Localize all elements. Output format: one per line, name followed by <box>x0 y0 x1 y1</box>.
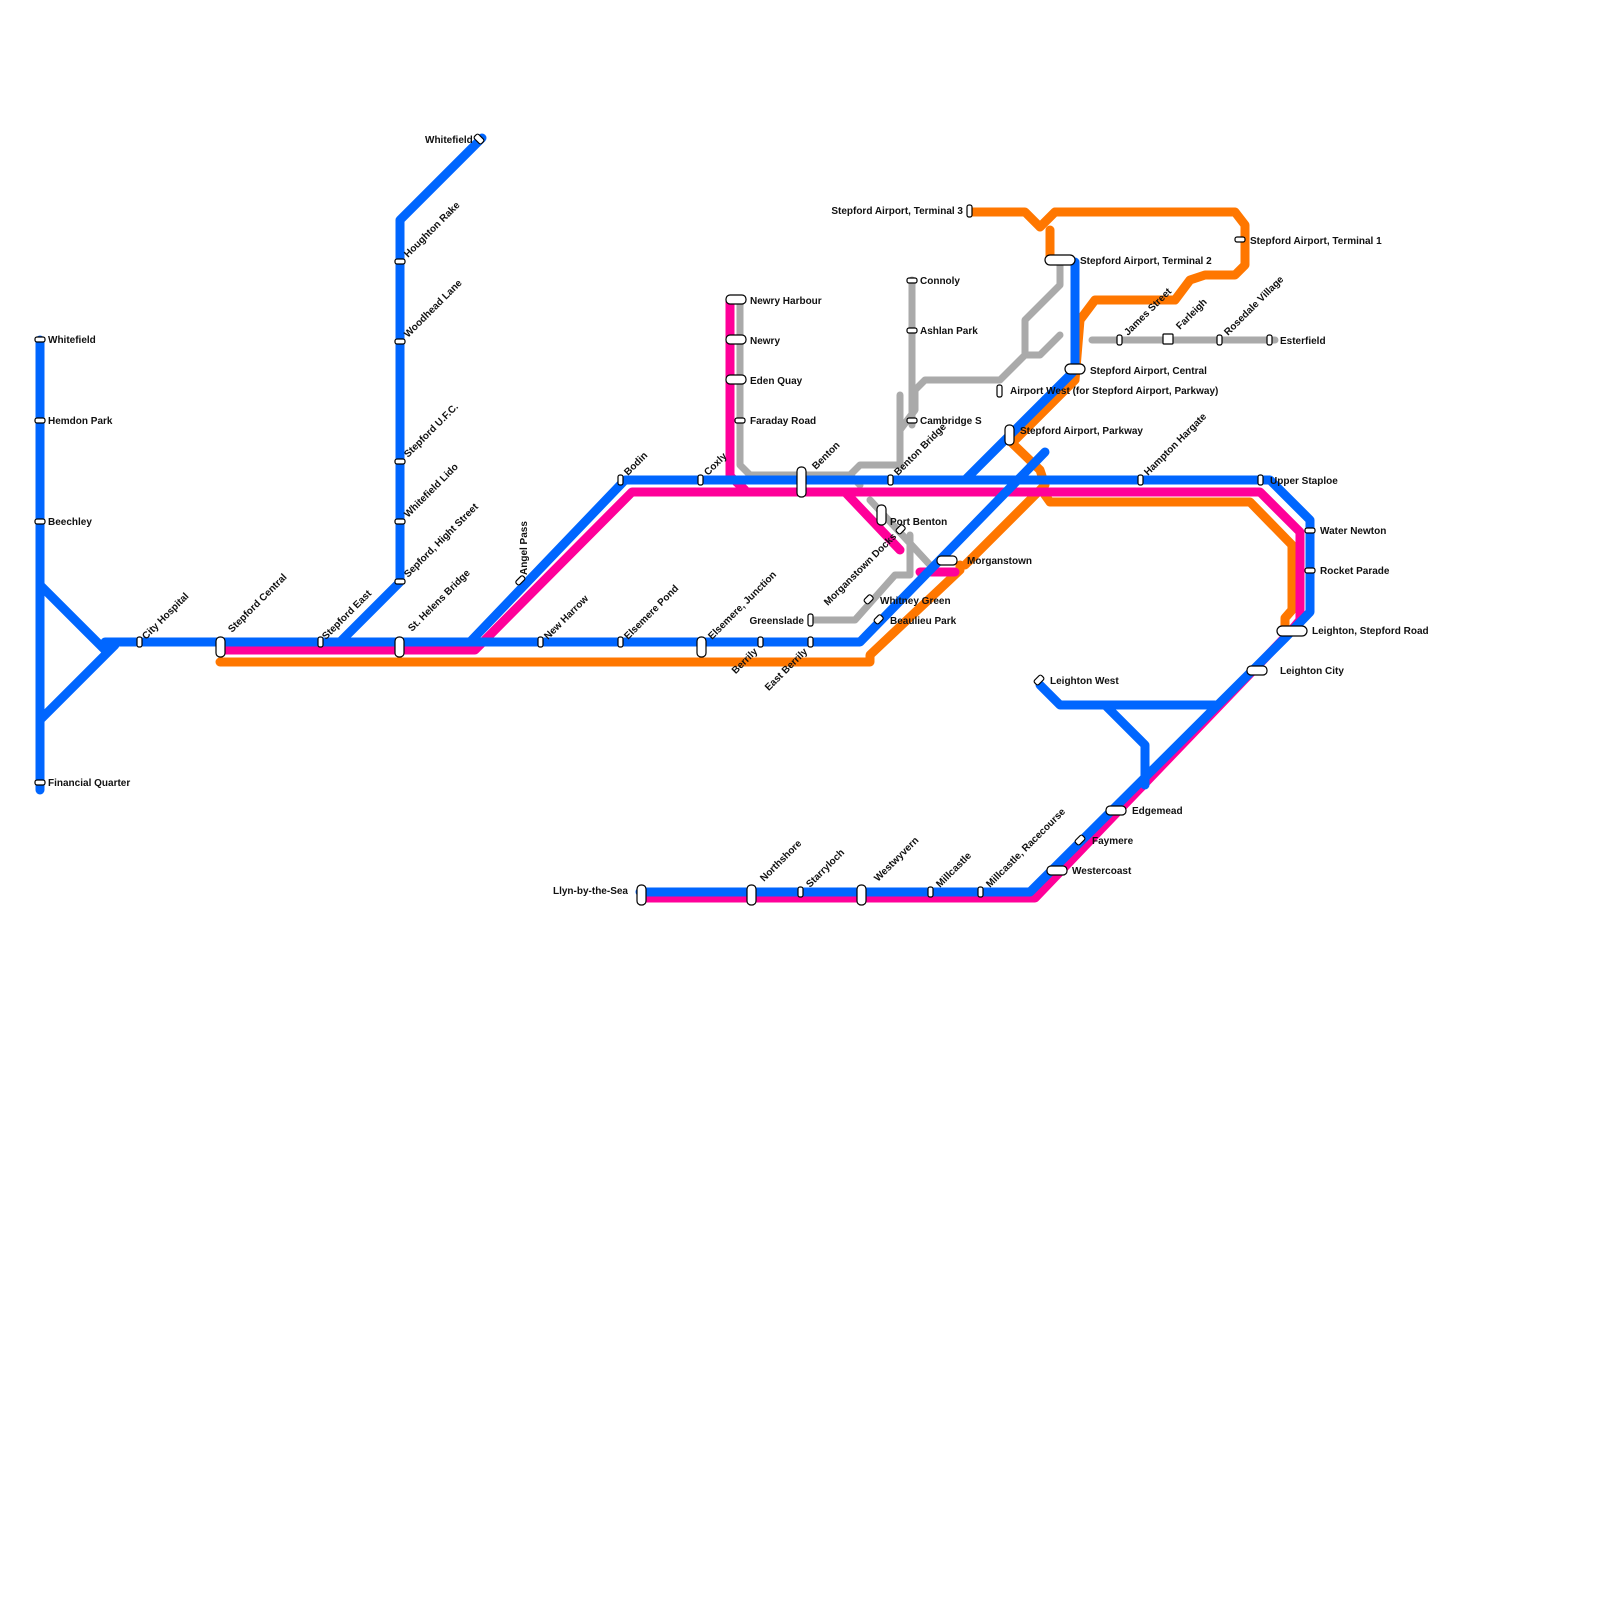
label-northshore[interactable]: Northshore <box>758 838 804 884</box>
label-whitefield-lido[interactable]: Whitefield Lido <box>402 462 460 520</box>
label-airport-west[interactable]: Airport West (for Stepford Airport, Park… <box>1010 386 1218 397</box>
label-connoly[interactable]: Connoly <box>920 276 960 287</box>
label-elsemere-junction[interactable]: Elsemere, Junction <box>706 569 779 642</box>
label-newry-harbour[interactable]: Newry Harbour <box>750 296 822 307</box>
label-leighton-city[interactable]: Leighton City <box>1280 666 1344 677</box>
station-labels: Whitefield Hemdon Park Beechley Financia… <box>48 135 1429 897</box>
label-upper-staploe[interactable]: Upper Staploe <box>1270 476 1338 487</box>
label-rocket-parade[interactable]: Rocket Parade <box>1320 566 1390 577</box>
label-hemdon-park[interactable]: Hemdon Park <box>48 416 113 427</box>
label-hampton-hargate[interactable]: Hampton Hargate <box>1142 411 1209 478</box>
label-elsemere-pond[interactable]: Elsemere Pond <box>622 583 681 642</box>
label-farleigh[interactable]: Farleigh <box>1174 297 1209 332</box>
label-port-benton[interactable]: Port Benton <box>890 517 947 528</box>
label-edgemead[interactable]: Edgemead <box>1132 806 1183 817</box>
label-east-berrily[interactable]: East Berrily <box>763 646 810 693</box>
label-whitefield-north[interactable]: Whitefield <box>425 135 473 146</box>
label-woodhead-lane[interactable]: Woodhead Lane <box>402 278 465 341</box>
label-beechley[interactable]: Beechley <box>48 517 92 528</box>
label-terminal-2[interactable]: Stepford Airport, Terminal 2 <box>1080 256 1212 267</box>
label-rosedale-village[interactable]: Rosedale Village <box>1222 274 1286 338</box>
label-westwyvern[interactable]: Westwyvern <box>872 835 921 884</box>
blue-line <box>40 138 1310 892</box>
label-greenslade[interactable]: Greenslade <box>750 616 805 627</box>
label-whitefield-west[interactable]: Whitefield <box>48 335 96 346</box>
label-whitney-green[interactable]: Whitney Green <box>880 596 951 607</box>
station-markers <box>35 133 1315 905</box>
label-new-harrow[interactable]: New Harrow <box>542 593 591 642</box>
label-millcastle[interactable]: Millcastle <box>934 850 974 890</box>
label-bodin[interactable]: Bodin <box>622 450 650 478</box>
label-james-street[interactable]: James Street <box>1122 286 1174 338</box>
label-beaulieu-park[interactable]: Beaulieu Park <box>890 616 957 627</box>
label-cambridge-s[interactable]: Cambridge S <box>920 416 982 427</box>
label-terminal-3[interactable]: Stepford Airport, Terminal 3 <box>831 206 963 217</box>
label-morganstown[interactable]: Morganstown <box>967 556 1032 567</box>
label-faymere[interactable]: Faymere <box>1092 836 1134 847</box>
label-airport-central[interactable]: Stepford Airport, Central <box>1090 366 1207 377</box>
label-stepford-ufc[interactable]: Stepford U.F.C. <box>402 402 461 461</box>
label-newry[interactable]: Newry <box>750 336 780 347</box>
label-faraday-road[interactable]: Faraday Road <box>750 416 816 427</box>
label-angel-pass[interactable]: Angel Pass <box>519 521 530 575</box>
label-city-hospital[interactable]: City Hospital <box>140 591 191 642</box>
label-starryloch[interactable]: Starryloch <box>804 847 847 890</box>
label-esterfield[interactable]: Esterfield <box>1280 336 1326 347</box>
label-airport-parkway[interactable]: Stepford Airport, Parkway <box>1020 426 1143 437</box>
label-stepford-central[interactable]: Stepford Central <box>226 572 289 635</box>
label-ashlan-park[interactable]: Ashlan Park <box>920 326 978 337</box>
label-llyn-by-the-sea[interactable]: Llyn-by-the-Sea <box>553 886 628 897</box>
label-water-newton[interactable]: Water Newton <box>1320 526 1386 537</box>
label-financial-quarter[interactable]: Financial Quarter <box>48 778 130 789</box>
label-benton[interactable]: Benton <box>810 440 842 472</box>
label-leighton-stepford-road[interactable]: Leighton, Stepford Road <box>1312 626 1429 637</box>
label-westercoast[interactable]: Westercoast <box>1072 866 1132 877</box>
label-eden-quay[interactable]: Eden Quay <box>750 376 803 387</box>
label-terminal-1[interactable]: Stepford Airport, Terminal 1 <box>1250 236 1382 247</box>
label-leighton-west[interactable]: Leighton West <box>1050 676 1119 687</box>
label-st-helens-bridge[interactable]: St. Helens Bridge <box>406 567 473 634</box>
